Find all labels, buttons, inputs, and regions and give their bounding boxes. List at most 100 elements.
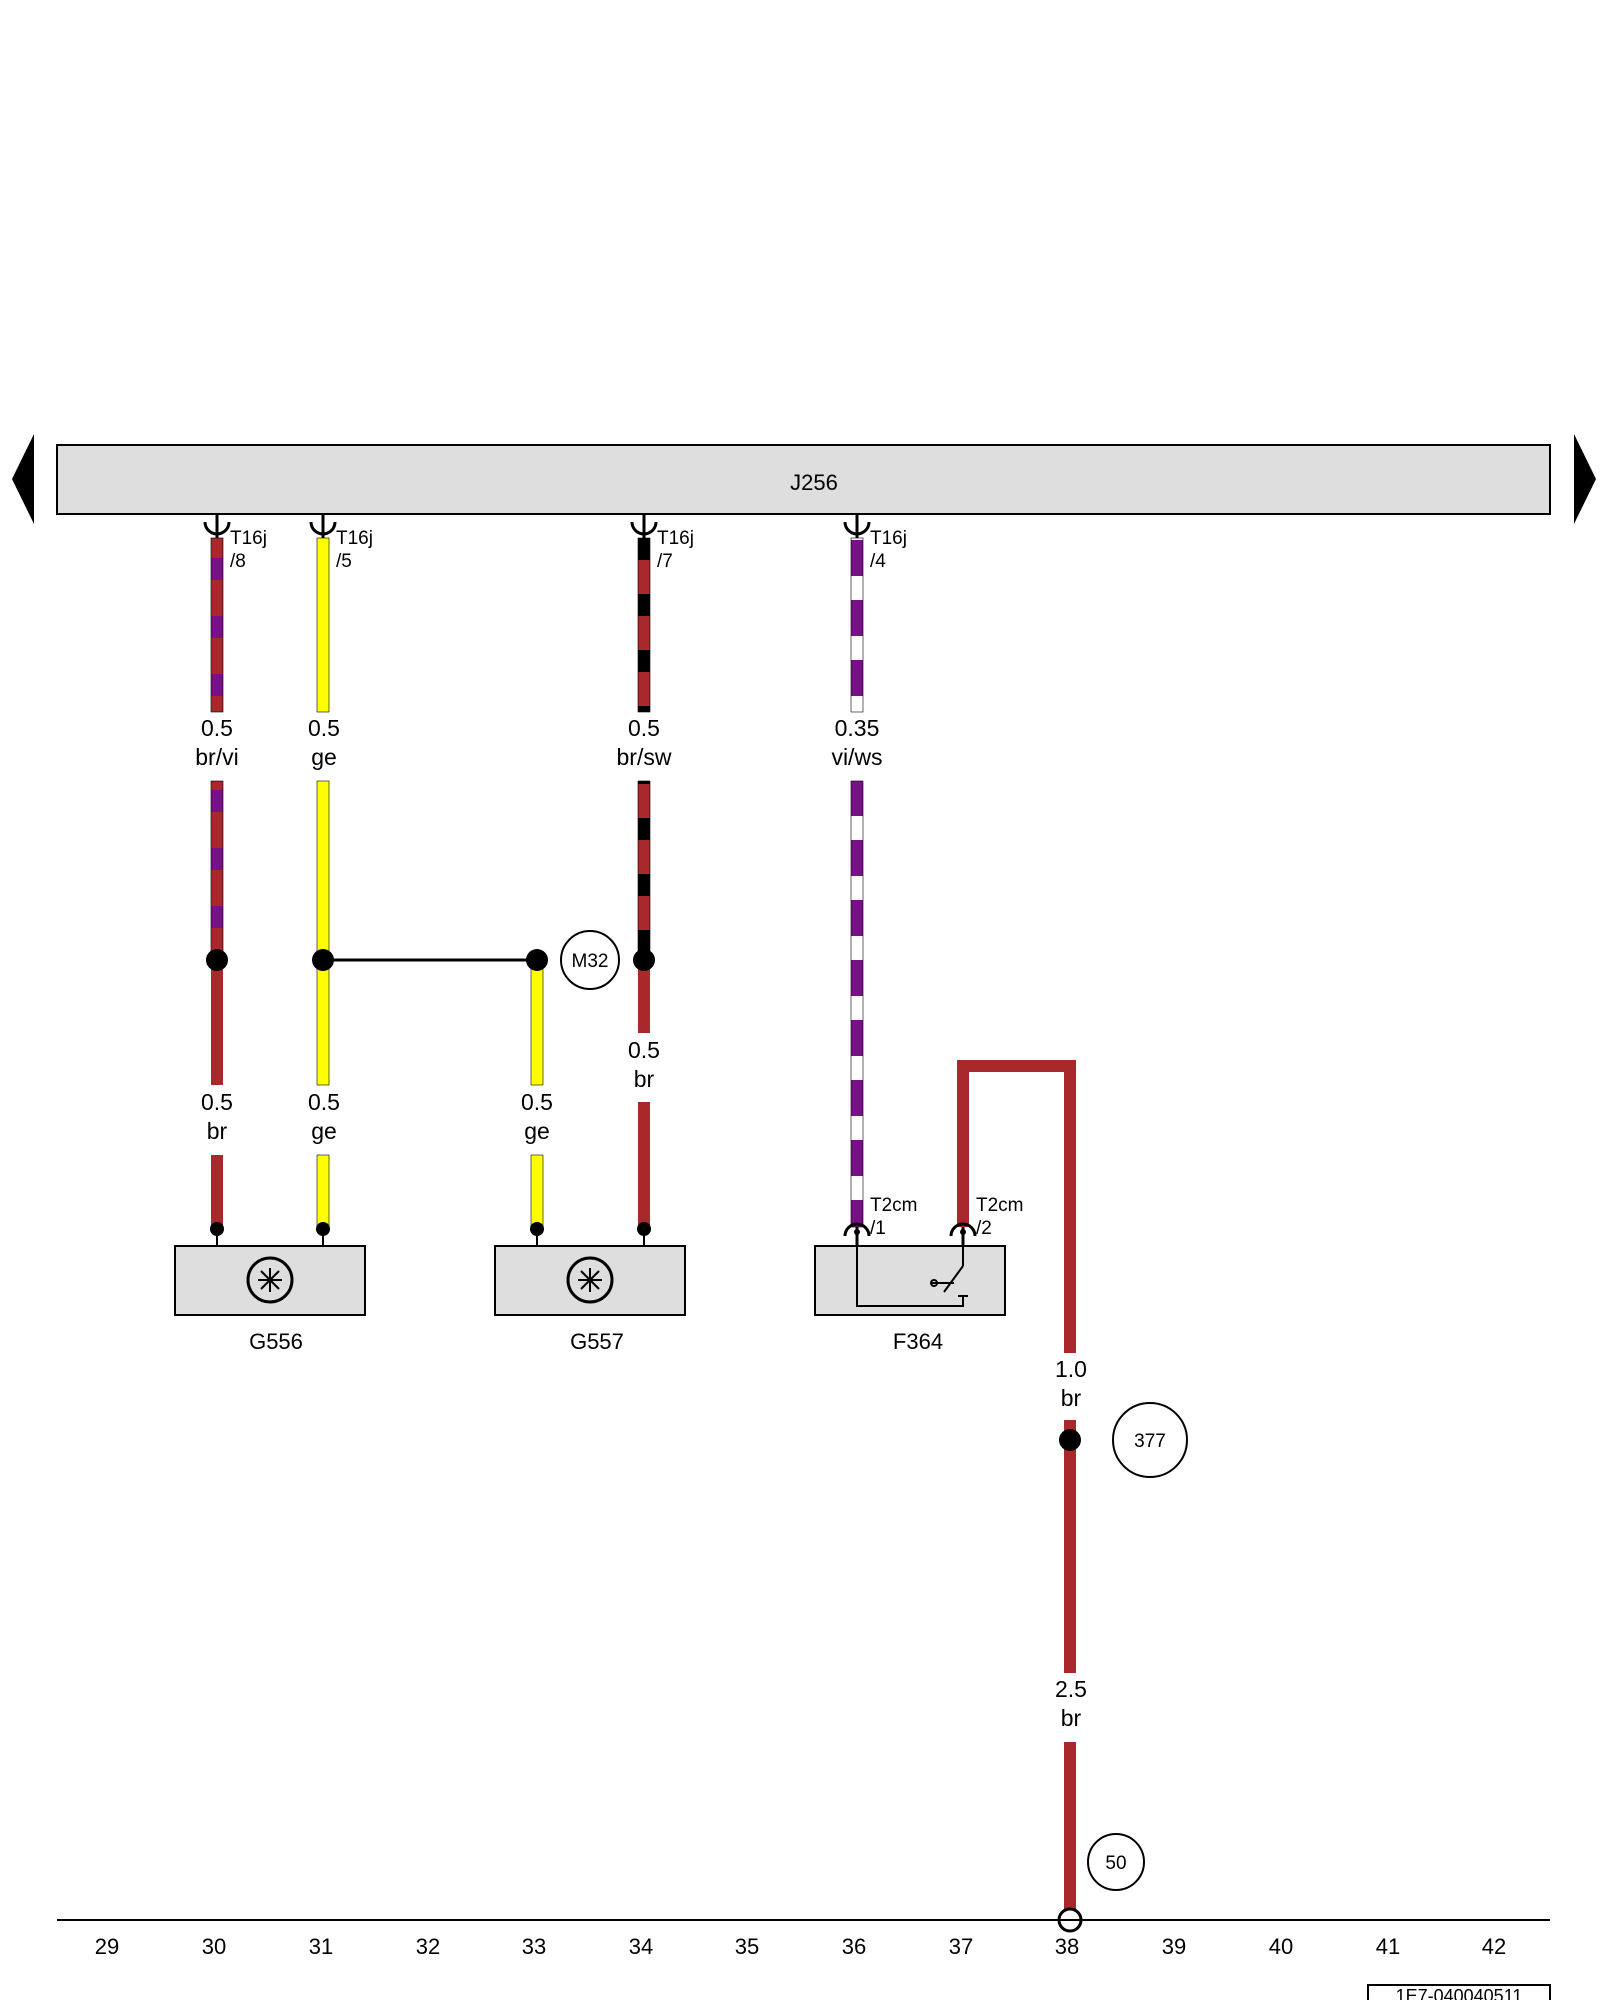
control-unit-j256[interactable]: J256 bbox=[56, 444, 1551, 515]
connector-t2cm-1[interactable]: T2cm /1 bbox=[843, 1195, 918, 1246]
wire-br-30b[interactable] bbox=[211, 1155, 223, 1229]
splice-point bbox=[206, 949, 228, 971]
component-label: F364 bbox=[893, 1329, 943, 1354]
svg-text:/4: /4 bbox=[870, 551, 886, 572]
connector-t16j-4[interactable]: T16j /4 bbox=[843, 515, 907, 572]
svg-text:0.5: 0.5 bbox=[628, 715, 660, 741]
column-number: 32 bbox=[416, 1934, 440, 1959]
svg-text:ge: ge bbox=[311, 1118, 337, 1144]
wire-viws-upper[interactable] bbox=[850, 537, 864, 713]
diagram-code-box: 1E7-040040511 bbox=[1367, 1984, 1551, 2000]
wire-label: 0.35 vi/ws bbox=[831, 715, 882, 770]
svg-text:0.5: 0.5 bbox=[308, 1089, 340, 1115]
svg-text:/5: /5 bbox=[336, 551, 352, 572]
column-number: 36 bbox=[842, 1934, 866, 1959]
svg-text:br: br bbox=[207, 1118, 228, 1144]
reference-m32[interactable]: M32 bbox=[560, 930, 620, 990]
svg-text:br: br bbox=[634, 1066, 655, 1092]
diagram-code: 1E7-040040511 bbox=[1396, 1986, 1523, 2000]
svg-text:2.5: 2.5 bbox=[1055, 1676, 1087, 1702]
column-number: 29 bbox=[95, 1934, 119, 1959]
wire-br-34a[interactable] bbox=[638, 951, 650, 1033]
column-number: 34 bbox=[629, 1934, 653, 1959]
svg-text:0.5: 0.5 bbox=[308, 715, 340, 741]
wire-ge-31a[interactable] bbox=[316, 537, 330, 713]
svg-text:ge: ge bbox=[524, 1118, 550, 1144]
column-number: 35 bbox=[735, 1934, 759, 1959]
column-number: 41 bbox=[1376, 1934, 1400, 1959]
wire-br-34b[interactable] bbox=[638, 1102, 650, 1229]
svg-text:ge: ge bbox=[311, 744, 337, 770]
connector-t16j-8[interactable]: T16j /8 bbox=[203, 515, 267, 572]
column-number: 38 bbox=[1055, 1934, 1079, 1959]
wire-brsw-upper[interactable] bbox=[637, 537, 651, 713]
svg-text:M32: M32 bbox=[572, 951, 609, 972]
svg-text:T16j: T16j bbox=[870, 528, 907, 549]
right-arrow-icon[interactable] bbox=[1574, 434, 1596, 524]
svg-text:T16j: T16j bbox=[230, 528, 267, 549]
splice-point bbox=[526, 949, 548, 971]
svg-text:T2cm: T2cm bbox=[976, 1195, 1024, 1216]
wire-br-38b[interactable] bbox=[1064, 1742, 1076, 1918]
wire-ge-31c[interactable] bbox=[316, 1154, 330, 1230]
svg-text:0.35: 0.35 bbox=[835, 715, 880, 741]
component-f364[interactable]: F364 bbox=[814, 1245, 1006, 1354]
wire-br-loop[interactable] bbox=[957, 1060, 1076, 1353]
svg-text:/8: /8 bbox=[230, 551, 246, 572]
column-number: 33 bbox=[522, 1934, 546, 1959]
connector-t16j-5[interactable]: T16j /5 bbox=[309, 515, 373, 572]
svg-text:vi/ws: vi/ws bbox=[831, 744, 882, 770]
wire-label: 0.5 ge bbox=[308, 1089, 340, 1144]
wire-viws-lower[interactable] bbox=[850, 780, 864, 1228]
column-numbers: 29 30 31 32 33 34 35 36 37 38 39 40 41 4… bbox=[95, 1934, 1506, 1959]
svg-text:377: 377 bbox=[1134, 1431, 1166, 1452]
column-number: 42 bbox=[1482, 1934, 1506, 1959]
wire-ge-33b[interactable] bbox=[530, 1154, 544, 1230]
svg-text:br/vi: br/vi bbox=[195, 744, 238, 770]
reference-50[interactable]: 50 bbox=[1087, 1833, 1145, 1891]
svg-text:0.5: 0.5 bbox=[201, 1089, 233, 1115]
svg-text:0.5: 0.5 bbox=[521, 1089, 553, 1115]
connector-t16j-7[interactable]: T16j /7 bbox=[630, 515, 694, 572]
svg-text:0.5: 0.5 bbox=[201, 715, 233, 741]
reference-377[interactable]: 377 bbox=[1112, 1402, 1188, 1478]
wire-brvi-upper[interactable] bbox=[210, 537, 224, 713]
component-g557[interactable]: G557 bbox=[494, 1222, 686, 1354]
svg-text:br/sw: br/sw bbox=[617, 744, 672, 770]
component-label: G557 bbox=[570, 1329, 624, 1354]
splice-point bbox=[633, 949, 655, 971]
sensor-icon bbox=[566, 1256, 614, 1304]
control-unit-label: J256 bbox=[790, 470, 838, 495]
column-number: 40 bbox=[1269, 1934, 1293, 1959]
wire-label: 0.5 br/vi bbox=[195, 715, 238, 770]
wire-brvi-lower[interactable] bbox=[210, 780, 224, 952]
wire-label: 1.0 br bbox=[1055, 1356, 1087, 1411]
connector-t2cm-2[interactable]: T2cm /2 bbox=[949, 1195, 1024, 1246]
component-g556[interactable]: G556 bbox=[174, 1222, 366, 1354]
wire-label: 0.5 br bbox=[628, 1037, 660, 1092]
svg-text:br: br bbox=[1061, 1705, 1082, 1731]
svg-text:br: br bbox=[1061, 1385, 1082, 1411]
component-label: G556 bbox=[249, 1329, 303, 1354]
svg-text:T16j: T16j bbox=[336, 528, 373, 549]
wire-label: 0.5 ge bbox=[308, 715, 340, 770]
svg-text:/2: /2 bbox=[976, 1218, 992, 1239]
left-arrow-icon[interactable] bbox=[12, 434, 34, 524]
wire-label: 2.5 br bbox=[1055, 1676, 1087, 1731]
sensor-icon bbox=[246, 1256, 294, 1304]
svg-text:/7: /7 bbox=[657, 551, 673, 572]
svg-text:T2cm: T2cm bbox=[870, 1195, 918, 1216]
svg-text:1.0: 1.0 bbox=[1055, 1356, 1087, 1382]
column-number: 31 bbox=[309, 1934, 333, 1959]
svg-text:T16j: T16j bbox=[657, 528, 694, 549]
switch-icon bbox=[856, 1246, 968, 1307]
wire-ge-31b[interactable] bbox=[316, 780, 330, 1086]
wire-br-30a[interactable] bbox=[211, 951, 223, 1085]
wire-br-38a[interactable] bbox=[1064, 1420, 1076, 1673]
wire-label: 0.5 ge bbox=[521, 1089, 553, 1144]
wire-label: 0.5 br/sw bbox=[617, 715, 672, 770]
column-number: 37 bbox=[949, 1934, 973, 1959]
wire-ge-33a[interactable] bbox=[530, 961, 544, 1086]
wire-brsw-lower[interactable] bbox=[637, 780, 651, 952]
